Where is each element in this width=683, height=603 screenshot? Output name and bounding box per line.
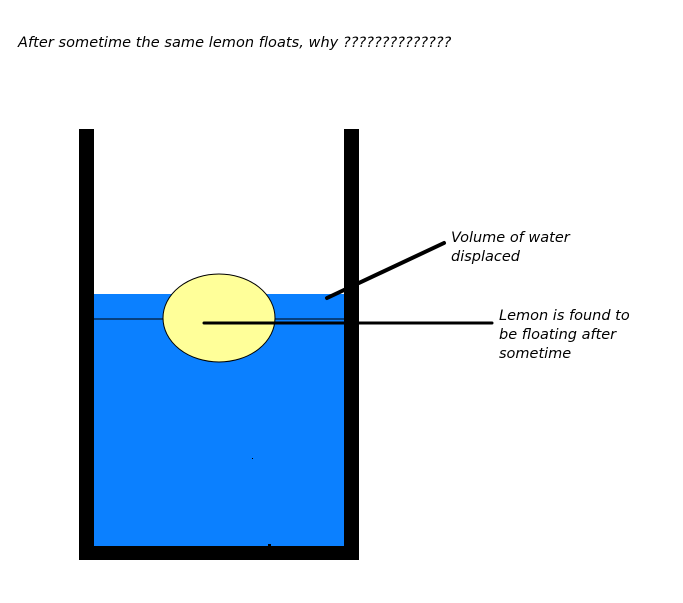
label-volume-line-1: Volume of water [451, 230, 570, 246]
container-right-wall [344, 129, 359, 560]
stray-mark [252, 458, 253, 459]
label-lemon-floating: Lemon is found to be floating after some… [499, 307, 630, 364]
label-lemon-line-3: sometime [499, 346, 572, 362]
pointer-line-volume [325, 241, 446, 300]
stray-mark [356, 478, 359, 481]
label-lemon-line-1: Lemon is found to [499, 308, 630, 324]
container-left-wall [79, 129, 94, 560]
label-volume-line-2: displaced [451, 249, 521, 265]
stray-mark [268, 544, 271, 547]
page-title: After sometime the same lemon floats, wh… [18, 35, 452, 51]
label-volume-displaced: Volume of water displaced [451, 229, 570, 267]
lemon [162, 273, 276, 363]
label-lemon-line-2: be floating after [499, 327, 617, 343]
container-bottom [79, 546, 359, 560]
